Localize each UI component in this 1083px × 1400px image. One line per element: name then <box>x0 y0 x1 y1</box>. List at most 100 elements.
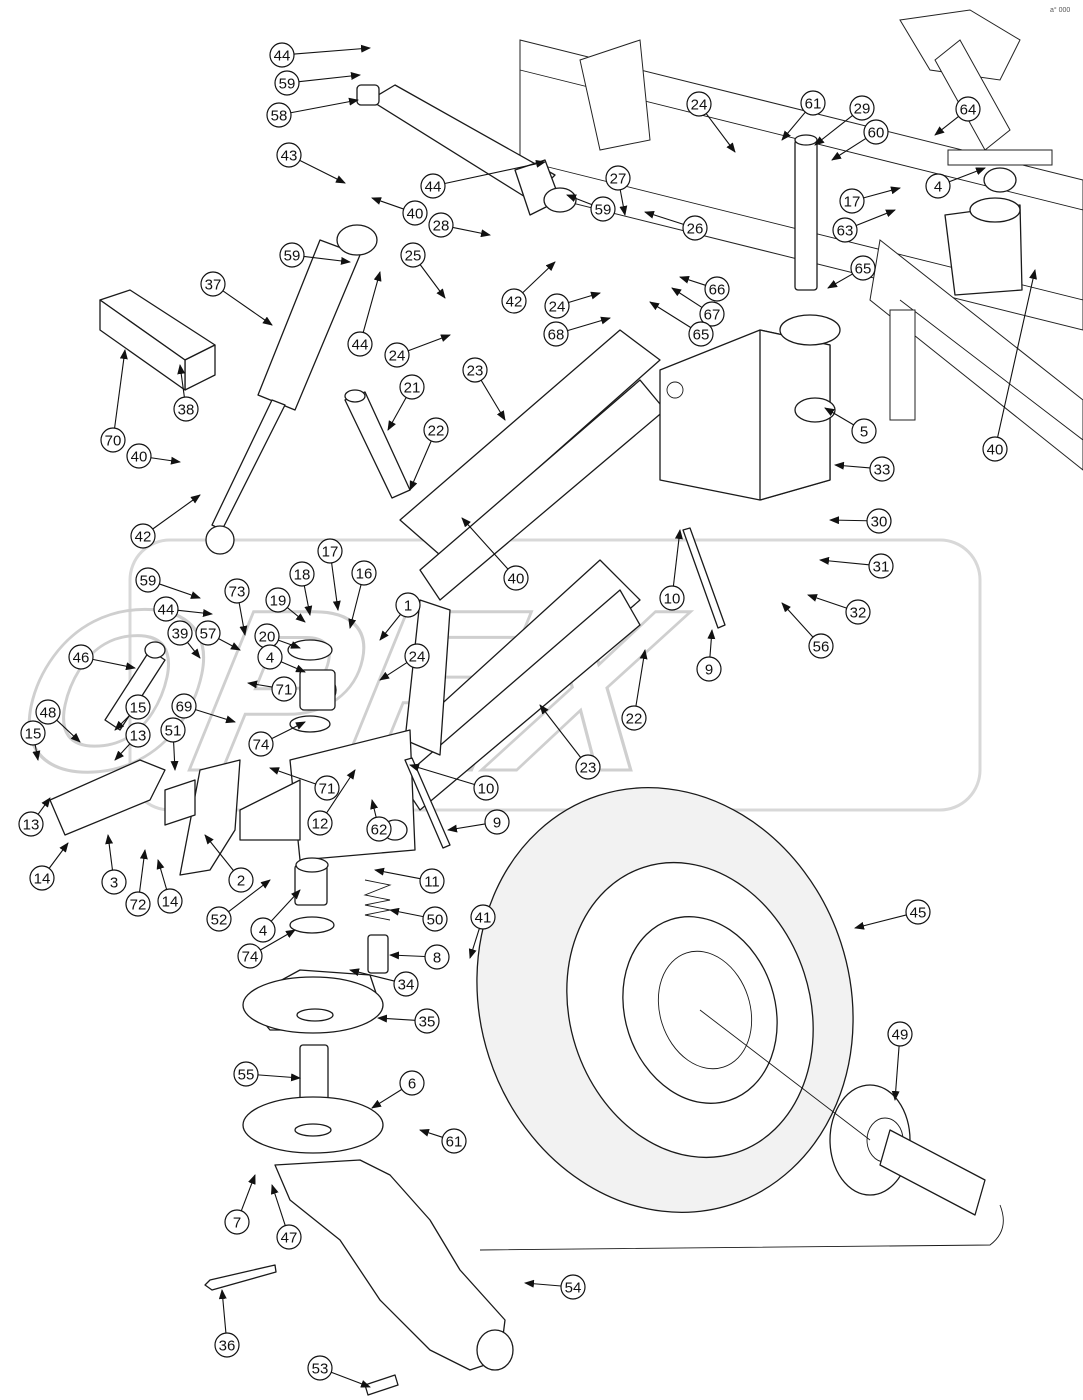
callout-15: 15 <box>20 720 46 746</box>
callout-leader-24 <box>568 291 601 304</box>
callout-label: 47 <box>281 1230 298 1247</box>
callout-circle <box>424 944 450 970</box>
callout-label: 30 <box>871 514 888 531</box>
callout-43: 43 <box>276 142 302 168</box>
callout-29: 29 <box>849 95 875 121</box>
callout-24: 24 <box>384 342 410 368</box>
callout-leader-19 <box>286 607 306 623</box>
callout-label: 36 <box>219 1338 236 1355</box>
callout-circle <box>849 95 875 121</box>
callout-64: 64 <box>955 96 981 122</box>
callout-22: 22 <box>423 417 449 443</box>
king-post <box>794 134 1023 296</box>
callout-circle <box>307 1355 333 1381</box>
callout-1: 1 <box>395 592 421 618</box>
callout-label: 40 <box>508 571 525 588</box>
callout-label: 9 <box>705 662 713 679</box>
callout-4: 4 <box>925 173 951 199</box>
callout-circle <box>404 643 430 669</box>
callout-label: 4 <box>266 650 274 667</box>
callout-leader-17 <box>331 562 341 611</box>
callout-10: 10 <box>659 585 685 611</box>
callout-leader-74 <box>271 721 306 740</box>
callout-circle <box>317 538 343 564</box>
callout-leader-24 <box>379 662 408 681</box>
callout-circle <box>590 196 616 222</box>
callout-4: 4 <box>250 917 276 943</box>
callout-leader-66 <box>679 275 706 286</box>
callout-circle <box>237 943 263 969</box>
callout-label: 14 <box>162 894 179 911</box>
callout-label: 22 <box>428 423 445 440</box>
callout-leader-45 <box>854 914 907 930</box>
callout-label: 13 <box>23 817 40 834</box>
callout-17: 17 <box>839 188 865 214</box>
callout-38: 38 <box>173 396 199 422</box>
callout-4: 4 <box>257 644 283 670</box>
callout-label: 23 <box>467 363 484 380</box>
callout-circle <box>688 321 714 347</box>
callout-14: 14 <box>29 865 55 891</box>
callout-26: 26 <box>682 215 708 241</box>
callout-leader-15 <box>114 715 130 731</box>
callout-circle <box>200 271 226 297</box>
callout-label: 8 <box>433 950 441 967</box>
callout-leader-33 <box>834 461 871 470</box>
callout-leader-12 <box>326 769 356 814</box>
callout-leader-52 <box>228 879 271 913</box>
callout-circle <box>473 775 499 801</box>
callout-circle <box>800 90 826 116</box>
callout-circle <box>167 620 193 646</box>
corner-note: a° 000 <box>1050 6 1070 14</box>
callout-label: 3 <box>110 875 118 892</box>
callout-69: 69 <box>171 693 197 719</box>
callout-58: 58 <box>266 102 292 128</box>
callout-24: 24 <box>686 91 712 117</box>
callout-65: 65 <box>850 255 876 281</box>
callout-leader-60 <box>831 137 867 161</box>
callout-40: 40 <box>126 443 152 469</box>
callout-label: 29 <box>854 101 871 118</box>
callout-label: 4 <box>934 179 942 196</box>
callout-9: 9 <box>696 656 722 682</box>
callout-22: 22 <box>621 705 647 731</box>
callout-40: 40 <box>982 436 1008 462</box>
callout-leader-22 <box>635 649 648 707</box>
callout-44: 44 <box>269 42 295 68</box>
callout-circle <box>266 102 292 128</box>
callout-leader-53 <box>331 1371 371 1388</box>
callout-label: 2 <box>237 873 245 890</box>
callout-label: 24 <box>549 299 566 316</box>
callout-circle <box>682 215 708 241</box>
callout-circle <box>276 142 302 168</box>
callout-leader-14 <box>48 842 69 869</box>
callout-label: 64 <box>960 102 977 119</box>
callout-circle <box>851 418 877 444</box>
callout-circle <box>248 731 274 757</box>
callout-36: 36 <box>214 1332 240 1358</box>
callout-23: 23 <box>575 754 601 780</box>
callout-21: 21 <box>399 374 425 400</box>
callout-label: 39 <box>172 626 189 643</box>
callout-label: 62 <box>371 822 388 839</box>
callout-leader-21 <box>387 397 407 431</box>
callout-circle <box>423 417 449 443</box>
callout-leader-41 <box>468 928 480 959</box>
callout-circle <box>905 899 931 925</box>
callout-label: 65 <box>855 261 872 278</box>
callout-31: 31 <box>868 553 894 579</box>
callout-circle <box>850 255 876 281</box>
callout-leader-10 <box>409 763 475 786</box>
callout-label: 53 <box>312 1361 329 1378</box>
callout-leader-42 <box>152 494 201 530</box>
callout-circle <box>393 971 419 997</box>
callout-leader-9 <box>707 629 716 658</box>
callout-leader-59 <box>159 583 201 599</box>
callout-24: 24 <box>404 643 430 669</box>
callout-leader-61 <box>419 1128 443 1138</box>
callout-leader-23 <box>480 380 506 421</box>
callout-44: 44 <box>153 596 179 622</box>
callout-label: 15 <box>25 726 42 743</box>
callout-leader-40 <box>997 269 1037 438</box>
callout-label: 74 <box>253 737 270 754</box>
